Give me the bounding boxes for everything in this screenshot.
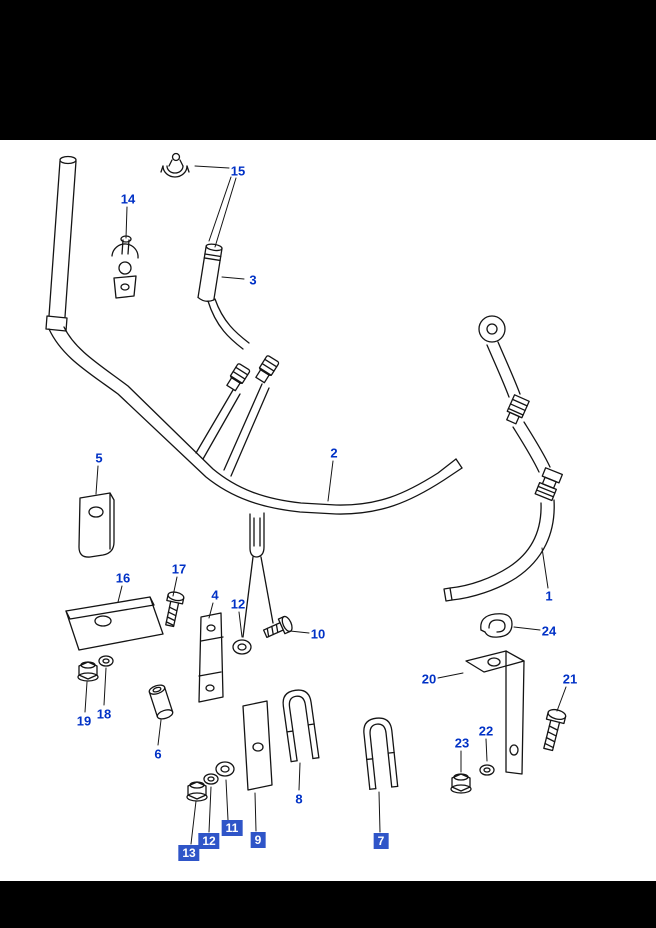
callout-18[interactable]: 18	[96, 706, 112, 722]
callout-12[interactable]: 12	[230, 596, 246, 612]
callout-16[interactable]: 16	[115, 570, 131, 586]
callout-10[interactable]: 10	[310, 626, 326, 642]
callout-4[interactable]: 4	[211, 587, 219, 603]
callout-19[interactable]: 19	[76, 713, 92, 729]
callout-3[interactable]: 3	[249, 272, 257, 288]
callout-17[interactable]: 17	[171, 561, 187, 577]
top-letterbox-bar	[0, 0, 656, 140]
callout-7-selected[interactable]: 7	[373, 833, 389, 849]
callout-9-selected[interactable]: 9	[250, 832, 266, 848]
callout-20[interactable]: 20	[421, 671, 437, 687]
callout-15[interactable]: 15	[230, 163, 246, 179]
callout-14[interactable]: 14	[120, 191, 136, 207]
callout-6[interactable]: 6	[154, 746, 162, 762]
callout-8[interactable]: 8	[295, 791, 303, 807]
callout-12-selected[interactable]: 12	[198, 833, 220, 849]
callout-11-selected[interactable]: 11	[221, 820, 243, 836]
callout-22[interactable]: 22	[478, 723, 494, 739]
callout-23[interactable]: 23	[454, 735, 470, 751]
callout-21[interactable]: 21	[562, 671, 578, 687]
callout-24[interactable]: 24	[541, 623, 557, 639]
callout-13-selected[interactable]: 13	[178, 845, 200, 861]
bottom-letterbox-bar	[0, 881, 656, 928]
callout-5[interactable]: 5	[95, 450, 103, 466]
callout-2[interactable]: 2	[330, 445, 338, 461]
callout-1[interactable]: 1	[545, 588, 553, 604]
